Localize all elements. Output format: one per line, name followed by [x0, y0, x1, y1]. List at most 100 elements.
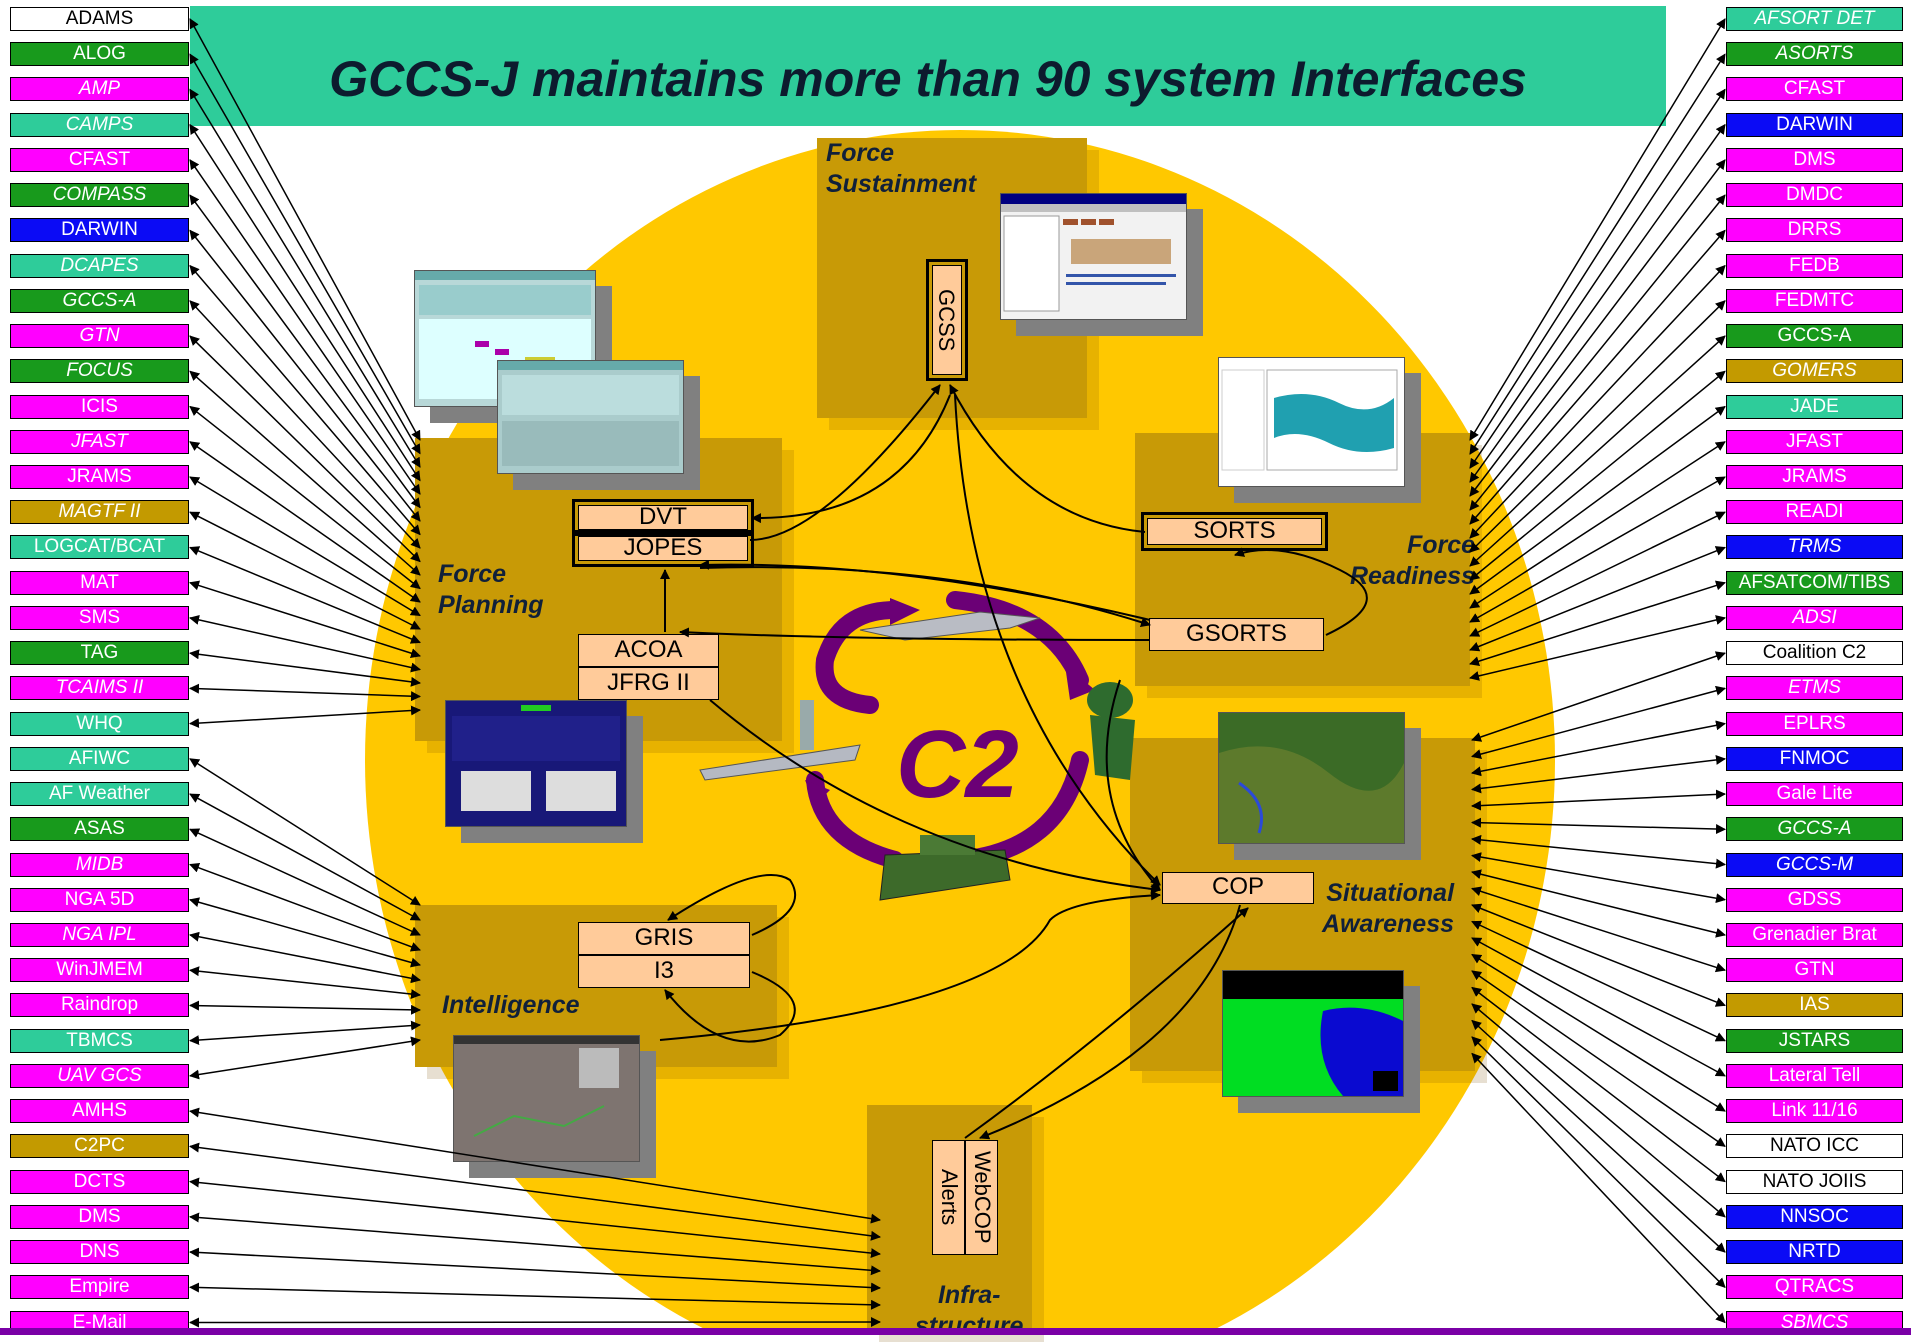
right-system-box[interactable]: IAS [1726, 993, 1903, 1018]
node-gcss[interactable]: GCSS [926, 259, 968, 381]
arrow-gsorts-to-jfrg [679, 627, 1151, 641]
right-system-box[interactable]: JSTARS [1726, 1028, 1903, 1053]
right-system-box[interactable]: NNSOC [1726, 1204, 1903, 1229]
right-system-box[interactable]: Link 11/16 [1726, 1099, 1903, 1124]
region-label-intelligence: Intelligence [442, 991, 580, 1019]
right-system-box[interactable]: GDSS [1726, 887, 1903, 912]
right-system-box[interactable]: JADE [1726, 394, 1903, 419]
left-system-box[interactable]: JFAST [10, 429, 189, 454]
left-system-box[interactable]: NGA IPL [10, 922, 189, 947]
left-system-box[interactable]: DNS [10, 1240, 189, 1265]
right-system-box[interactable]: DMS [1726, 147, 1903, 172]
right-system-box[interactable]: GCCS-A [1726, 324, 1903, 349]
right-system-box[interactable]: FEDMTC [1726, 288, 1903, 313]
node-gris[interactable]: GRIS [578, 922, 750, 955]
right-system-box[interactable]: Gale Lite [1726, 782, 1903, 807]
screenshot-situational-map [1218, 712, 1405, 844]
left-system-box[interactable]: SMS [10, 605, 189, 630]
right-system-box[interactable]: CFAST [1726, 77, 1903, 102]
left-system-box[interactable]: LOGCAT/BCAT [10, 535, 189, 560]
left-system-box[interactable]: NGA 5D [10, 887, 189, 912]
node-jfrg[interactable]: JFRG II [578, 667, 719, 700]
left-system-box[interactable]: Raindrop [10, 993, 189, 1018]
left-system-box[interactable]: TCAIMS II [10, 676, 189, 701]
node-jopes[interactable]: JOPES [572, 530, 754, 567]
right-system-box[interactable]: TRMS [1726, 535, 1903, 560]
left-system-box[interactable]: TBMCS [10, 1028, 189, 1053]
page-title: GCCS-J maintains more than 90 system Int… [329, 51, 1527, 107]
screenshot-planning-2 [497, 360, 684, 474]
left-system-box[interactable]: UAV GCS [10, 1063, 189, 1088]
right-system-box[interactable]: Grenadier Brat [1726, 922, 1903, 947]
right-system-box[interactable]: ASORTS [1726, 42, 1903, 67]
left-system-box[interactable]: CAMPS [10, 112, 189, 137]
arrow-gsorts-to-jopes [699, 559, 1151, 621]
right-system-box[interactable]: NATO ICC [1726, 1134, 1903, 1159]
region-label-force-readiness: Force Readiness [1350, 531, 1476, 590]
left-system-box[interactable]: WinJMEM [10, 958, 189, 983]
node-dvt[interactable]: DVT [572, 499, 754, 536]
right-system-box[interactable]: DRRS [1726, 218, 1903, 243]
right-system-box[interactable]: AFSATCOM/TIBS [1726, 570, 1903, 595]
left-system-box[interactable]: DCAPES [10, 253, 189, 278]
left-system-box[interactable]: MAGTF II [10, 500, 189, 525]
left-system-box[interactable]: AMP [10, 77, 189, 102]
right-system-box[interactable]: FEDB [1726, 253, 1903, 278]
screenshot-situational-grid [1222, 970, 1404, 1097]
node-webcop[interactable]: WebCOP [965, 1140, 998, 1255]
left-system-box[interactable]: C2PC [10, 1134, 189, 1159]
arrow-jopes-to-gsorts [699, 566, 1151, 627]
left-system-box[interactable]: MIDB [10, 852, 189, 877]
right-system-box[interactable]: ETMS [1726, 676, 1903, 701]
left-system-box[interactable]: AFIWC [10, 746, 189, 771]
left-system-box[interactable]: ALOG [10, 42, 189, 67]
left-system-box[interactable]: WHQ [10, 711, 189, 736]
left-system-box[interactable]: MAT [10, 570, 189, 595]
left-system-box[interactable]: ADAMS [10, 7, 189, 31]
right-system-box[interactable]: ADSI [1726, 605, 1903, 630]
right-system-box[interactable]: Coalition C2 [1726, 641, 1903, 666]
left-system-box[interactable]: JRAMS [10, 464, 189, 489]
right-system-box[interactable]: AFSORT DET [1726, 7, 1903, 31]
left-system-box[interactable]: AF Weather [10, 782, 189, 807]
left-system-box[interactable]: COMPASS [10, 183, 189, 208]
arrow-dvt-to-gcss [749, 384, 941, 541]
node-i3[interactable]: I3 [578, 955, 750, 988]
node-sorts[interactable]: SORTS [1141, 512, 1328, 551]
left-system-box[interactable]: ASAS [10, 817, 189, 842]
arrow-soldier-to-cop [1105, 679, 1161, 891]
right-system-box[interactable]: Lateral Tell [1726, 1063, 1903, 1088]
right-system-box[interactable]: JFAST [1726, 429, 1903, 454]
right-system-box[interactable]: READI [1726, 500, 1903, 525]
right-system-box[interactable]: GOMERS [1726, 359, 1903, 384]
left-system-box[interactable]: CFAST [10, 147, 189, 172]
left-system-box[interactable]: Empire [10, 1275, 189, 1300]
arrow-gcss-to-cop [954, 394, 1161, 886]
right-system-box[interactable]: DMDC [1726, 183, 1903, 208]
region-label-situational-awareness: Situational Awareness [1322, 879, 1455, 938]
right-system-box[interactable]: DARWIN [1726, 112, 1903, 137]
left-system-box[interactable]: GTN [10, 324, 189, 349]
right-system-box[interactable]: EPLRS [1726, 711, 1903, 736]
region-label-force-planning: Force Planning [438, 560, 544, 619]
right-system-box[interactable]: GTN [1726, 958, 1903, 983]
left-system-box[interactable]: FOCUS [10, 359, 189, 384]
right-system-box[interactable]: GCCS-M [1726, 852, 1903, 877]
left-system-box[interactable]: DCTS [10, 1169, 189, 1194]
right-system-box[interactable]: GCCS-A [1726, 817, 1903, 842]
right-system-box[interactable]: NRTD [1726, 1240, 1903, 1265]
left-system-box[interactable]: TAG [10, 641, 189, 666]
node-alerts[interactable]: Alerts [932, 1140, 965, 1255]
right-system-box[interactable]: QTRACS [1726, 1275, 1903, 1300]
right-system-box[interactable]: NATO JOIIS [1726, 1169, 1903, 1194]
left-system-box[interactable]: GCCS-A [10, 288, 189, 313]
right-system-box[interactable]: FNMOC [1726, 746, 1903, 771]
left-system-box[interactable]: AMHS [10, 1099, 189, 1124]
node-gsorts[interactable]: GSORTS [1149, 618, 1324, 651]
node-cop[interactable]: COP [1162, 872, 1314, 904]
left-system-box[interactable]: DARWIN [10, 218, 189, 243]
node-acoa[interactable]: ACOA [578, 634, 719, 667]
left-system-box[interactable]: DMS [10, 1204, 189, 1229]
right-system-box[interactable]: JRAMS [1726, 464, 1903, 489]
left-system-box[interactable]: ICIS [10, 394, 189, 419]
